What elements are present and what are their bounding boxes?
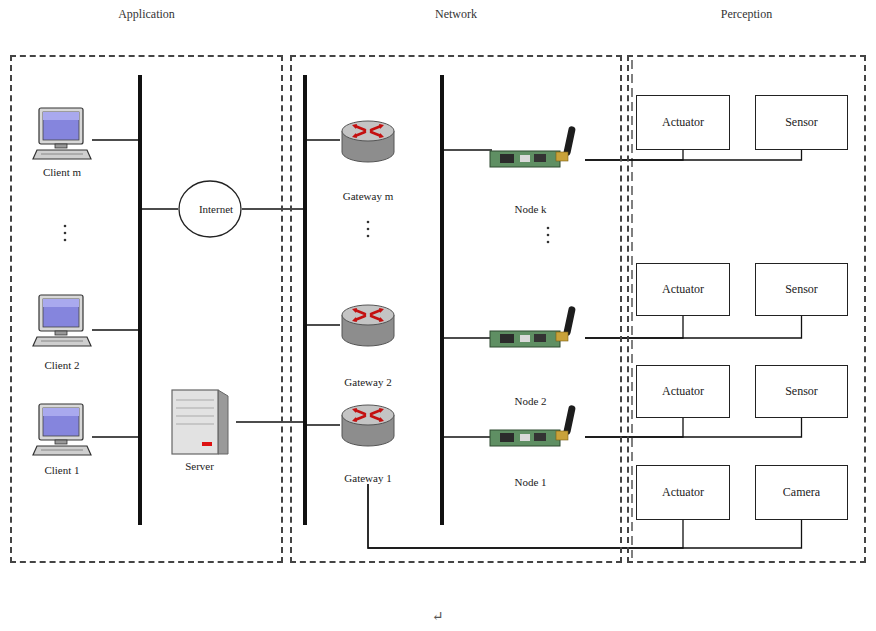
application-bus xyxy=(138,75,142,525)
box-label: Camera xyxy=(783,485,820,500)
device-label: Client 2 xyxy=(20,359,104,371)
actuator-box: Actuator xyxy=(636,95,730,150)
icon-holder xyxy=(20,106,104,162)
icon-holder xyxy=(20,402,104,458)
client-computer: Client 2 xyxy=(20,293,104,371)
computer-icon xyxy=(31,293,93,349)
client-computer: Client 1 xyxy=(20,402,104,476)
actuator-box: Actuator xyxy=(636,263,730,316)
client-computer: Client m xyxy=(20,106,104,178)
application-layer: ApplicationClient mInternetClient 2Clien… xyxy=(10,55,283,563)
gateway-router: Gateway 1 xyxy=(331,400,405,484)
perception-layer: PerceptionActuatorSensorActuatorSensorAc… xyxy=(627,55,866,563)
ellipsis-dots xyxy=(64,221,550,244)
server-icon xyxy=(162,386,237,458)
sensor-node: Node 1 xyxy=(476,404,585,488)
layer-title: Perception xyxy=(629,7,864,22)
sensor-box: Sensor xyxy=(755,365,848,418)
connector-line xyxy=(585,150,683,160)
icon-holder xyxy=(331,400,405,452)
sensor-box: Sensor xyxy=(755,95,848,150)
computer-icon xyxy=(31,402,93,458)
sensor-node: Node 2 xyxy=(476,305,585,407)
server-machine: Server xyxy=(160,386,239,472)
bus-stubs xyxy=(92,140,492,437)
network-layer: NetworkGateway mNode kGateway 2Node 2Gat… xyxy=(290,55,622,563)
device-label: Gateway 2 xyxy=(331,376,405,388)
sensor-node: Node k xyxy=(476,125,585,215)
icon-holder xyxy=(331,116,405,168)
connector-line xyxy=(585,316,683,338)
device-label: Client 1 xyxy=(20,464,104,476)
wireless-node-icon xyxy=(478,125,583,175)
connector-line xyxy=(368,484,802,548)
connector-line xyxy=(585,418,683,437)
connector-line xyxy=(585,418,802,437)
node-bus xyxy=(440,75,444,525)
box-label: Sensor xyxy=(785,282,818,297)
icon-holder xyxy=(20,293,104,349)
router-icon xyxy=(337,116,399,168)
return-mark: ↵ xyxy=(432,608,444,625)
gateway-bus xyxy=(303,75,307,525)
layer-title: Network xyxy=(292,7,620,22)
layer-title: Application xyxy=(12,7,281,22)
box-label: Sensor xyxy=(785,115,818,130)
box-label: Actuator xyxy=(662,384,704,399)
wireless-node-icon xyxy=(478,305,583,355)
connector-line xyxy=(585,316,802,338)
actuator-box: Actuator xyxy=(636,365,730,418)
box-label: Actuator xyxy=(662,115,704,130)
wireless-node-icon xyxy=(478,404,583,454)
camera-box: Camera xyxy=(755,465,848,520)
router-icon xyxy=(337,400,399,452)
inner-divider xyxy=(631,60,633,558)
device-label: Client m xyxy=(20,166,104,178)
icon-holder xyxy=(331,300,405,352)
cloud-label: Internet xyxy=(178,203,254,215)
gateway-router: Gateway 2 xyxy=(331,300,405,388)
device-label: Gateway m xyxy=(331,190,405,202)
device-label: Node 1 xyxy=(476,476,585,488)
internet-cloud: Internet xyxy=(178,180,254,238)
actuator-box: Actuator xyxy=(636,465,730,520)
device-label: Node 2 xyxy=(476,395,585,407)
gateway-router: Gateway m xyxy=(331,116,405,202)
device-label: Gateway 1 xyxy=(331,472,405,484)
connector-line xyxy=(585,150,802,160)
device-label: Server xyxy=(160,460,239,472)
device-label: Node k xyxy=(476,203,585,215)
icon-holder xyxy=(476,125,585,175)
box-label: Actuator xyxy=(662,282,704,297)
icon-holder xyxy=(160,386,239,458)
sensor-box: Sensor xyxy=(755,263,848,316)
router-icon xyxy=(337,300,399,352)
box-label: Sensor xyxy=(785,384,818,399)
icon-holder xyxy=(476,404,585,454)
icon-holder xyxy=(476,305,585,355)
box-label: Actuator xyxy=(662,485,704,500)
computer-icon xyxy=(31,106,93,162)
